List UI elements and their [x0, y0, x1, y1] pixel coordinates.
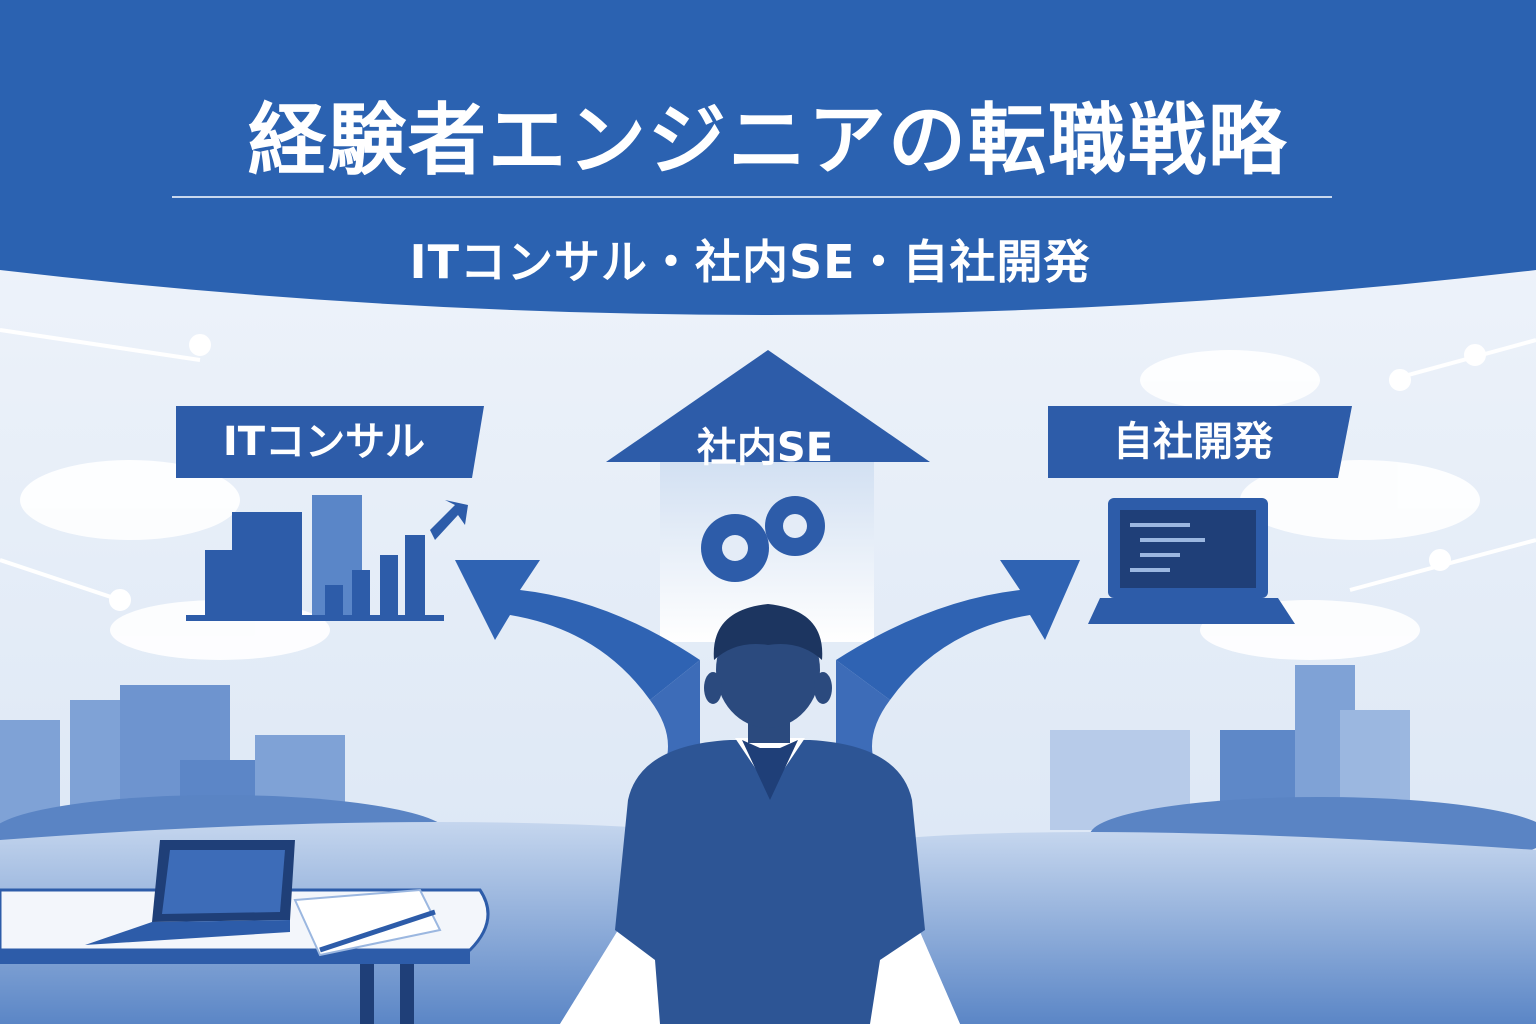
page-subtitle: ITコンサル・社内SE・自社開発 [409, 235, 1091, 289]
arrow-left [455, 560, 700, 700]
path-label-itconsul: ITコンサル [222, 419, 426, 465]
header-banner [0, 0, 1536, 315]
building-chart-icon [186, 495, 468, 621]
page-title: 経験者エンジニアの転職戦略 [247, 96, 1288, 186]
path-label-jisha-kaihatsu: 自社開発 [1113, 419, 1273, 465]
arrow-right [836, 560, 1080, 700]
laptop-code-icon [1088, 498, 1295, 624]
gears-icon [701, 496, 825, 582]
path-label-shanai-se: 社内SE [696, 425, 834, 471]
label-box-jisha [1048, 406, 1352, 478]
ground-right [880, 832, 1536, 1024]
desk-with-laptop [0, 840, 490, 1024]
title-divider [172, 196, 1332, 198]
person-figure [615, 604, 925, 1024]
label-box-itconsul [176, 406, 484, 478]
